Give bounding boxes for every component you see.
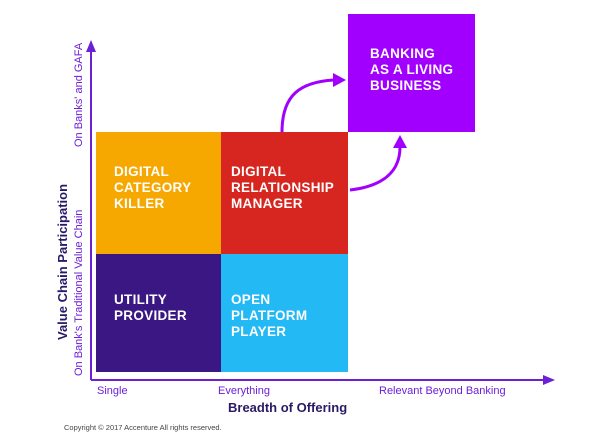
quadrant-utility-provider: UTILITY PROVIDER <box>96 254 221 372</box>
quadrant-label: UTILITY PROVIDER <box>114 292 187 323</box>
quadrant-banking-living-business: BANKING AS A LIVING BUSINESS <box>348 14 475 132</box>
quadrant-label: OPEN PLATFORM PLAYER <box>231 292 308 339</box>
curve-arrow-top <box>280 78 335 133</box>
y-axis-arrowhead <box>86 40 96 52</box>
quadrant-open-platform-player: OPEN PLATFORM PLAYER <box>221 254 348 372</box>
y-axis-title: Value Chain Participation <box>55 183 70 340</box>
quadrant-label: DIGITAL RELATIONSHIP MANAGER <box>231 164 335 211</box>
quadrant-label: BANKING AS A LIVING BUSINESS <box>370 46 454 93</box>
copyright-notice: Copyright © 2017 Accenture All rights re… <box>64 423 222 432</box>
quadrant-digital-relationship-manager: DIGITAL RELATIONSHIP MANAGER <box>221 132 348 254</box>
x-tick-everything: Everything <box>218 385 270 397</box>
x-axis-arrowhead <box>543 375 555 385</box>
y-tick-banks-and-gafa: On Banks' and GAFA <box>73 42 85 147</box>
quadrant-digital-category-killer: DIGITAL CATEGORY KILLER <box>96 132 221 254</box>
y-tick-traditional-value-chain: On Bank's Traditional Value Chain <box>73 209 85 376</box>
quadrant-label: DIGITAL CATEGORY KILLER <box>114 164 192 211</box>
x-tick-relevant-beyond-banking: Relevant Beyond Banking <box>379 385 506 397</box>
curve-arrow-right <box>349 146 402 192</box>
x-axis-title: Breadth of Offering <box>228 400 348 415</box>
x-tick-single: Single <box>97 385 128 397</box>
curve-arrow-right-head <box>393 135 407 148</box>
curve-arrow-top-head <box>333 73 346 87</box>
